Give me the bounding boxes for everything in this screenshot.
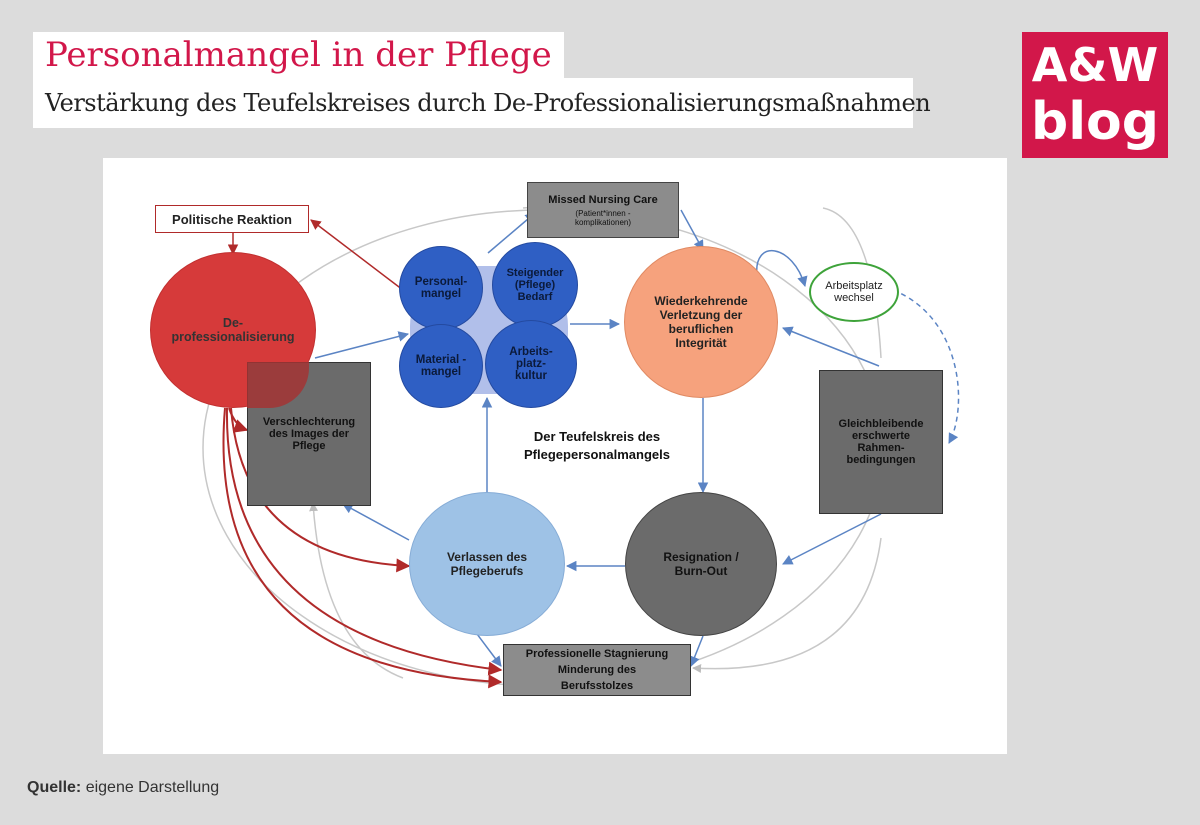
node-resignation-burnout[interactable]: Resignation / Burn-Out: [625, 492, 777, 636]
node-rahmenbedingungen[interactable]: Gleichbleibende erschwerte Rahmen-beding…: [819, 370, 943, 514]
logo-line1: A&W: [1031, 38, 1159, 92]
ring-arrow-bottom: [692, 537, 882, 673]
arrow-rahmen-to-burnout: [782, 513, 882, 565]
node-personalmangel[interactable]: Personal-mangel: [399, 246, 483, 330]
arrow-rahmen-to-verletzung: [782, 326, 880, 367]
arrow-burnout-to-stagnierung: [689, 635, 704, 667]
logo-line2: blog: [1031, 92, 1159, 152]
title-box: Personalmangel in der Pflege: [33, 32, 564, 78]
arrow-depro-to-cluster: [314, 331, 410, 359]
node-missed-nursing-care[interactable]: Missed Nursing Care (Patient*innen -komp…: [527, 182, 679, 238]
aw-blog-logo[interactable]: A&W blog: [1022, 32, 1168, 158]
arrow-wechsel-to-rahmen: [892, 289, 960, 444]
source-note: Quelle: eigene Darstellung: [27, 779, 219, 797]
subtitle-box: Verstärkung des Teufelskreises durch De-…: [33, 78, 931, 128]
arrow-cluster-to-politik: [310, 219, 404, 291]
source-text: eigene Darstellung: [85, 779, 220, 796]
node-arbeitsplatzkultur[interactable]: Arbeits-platz-kultur: [485, 320, 577, 408]
node-verlassen-pflegeberuf[interactable]: Verlassen des Pflegeberufs: [409, 492, 565, 636]
node-politische-reaktion[interactable]: Politische Reaktion: [155, 205, 309, 233]
node-materialmangel[interactable]: Material -mangel: [399, 324, 483, 408]
node-verletzung-integritaet[interactable]: Wiederkehrende Verletzung der berufliche…: [624, 246, 778, 398]
arrow-depro-to-verlassen: [230, 407, 411, 573]
node-arbeitsplatzwechsel[interactable]: Arbeitsplatz wechsel: [809, 262, 899, 322]
ring-arrow-right: [822, 207, 882, 359]
page-title: Personalmangel in der Pflege: [45, 35, 552, 75]
ring-arrow-left: [309, 502, 404, 679]
diagram-center-label: Der Teufelskreis des Pflegepersonalmange…: [524, 429, 670, 462]
arrow-depro-to-stagnierung-2: [222, 407, 503, 689]
arrow-depro-to-stagnierung-1: [225, 407, 503, 676]
arrow-verlassen-to-image: [342, 503, 410, 541]
arrow-depro-to-image: [228, 407, 249, 433]
node-steigender-bedarf[interactable]: Steigender (Pflege) Bedarf: [492, 242, 578, 328]
arrow-missed-to-verletzung: [680, 209, 704, 251]
node-professionelle-stagnierung[interactable]: Professionelle Stagnierung Minderung des…: [503, 644, 691, 696]
source-label: Quelle:: [27, 779, 82, 796]
page-subtitle: Verstärkung des Teufelskreises durch De-…: [45, 89, 931, 117]
diagram-panel: Politische Reaktion De-professionalisier…: [103, 158, 1007, 754]
arrow-verletzung-to-wechsel: [756, 250, 808, 288]
